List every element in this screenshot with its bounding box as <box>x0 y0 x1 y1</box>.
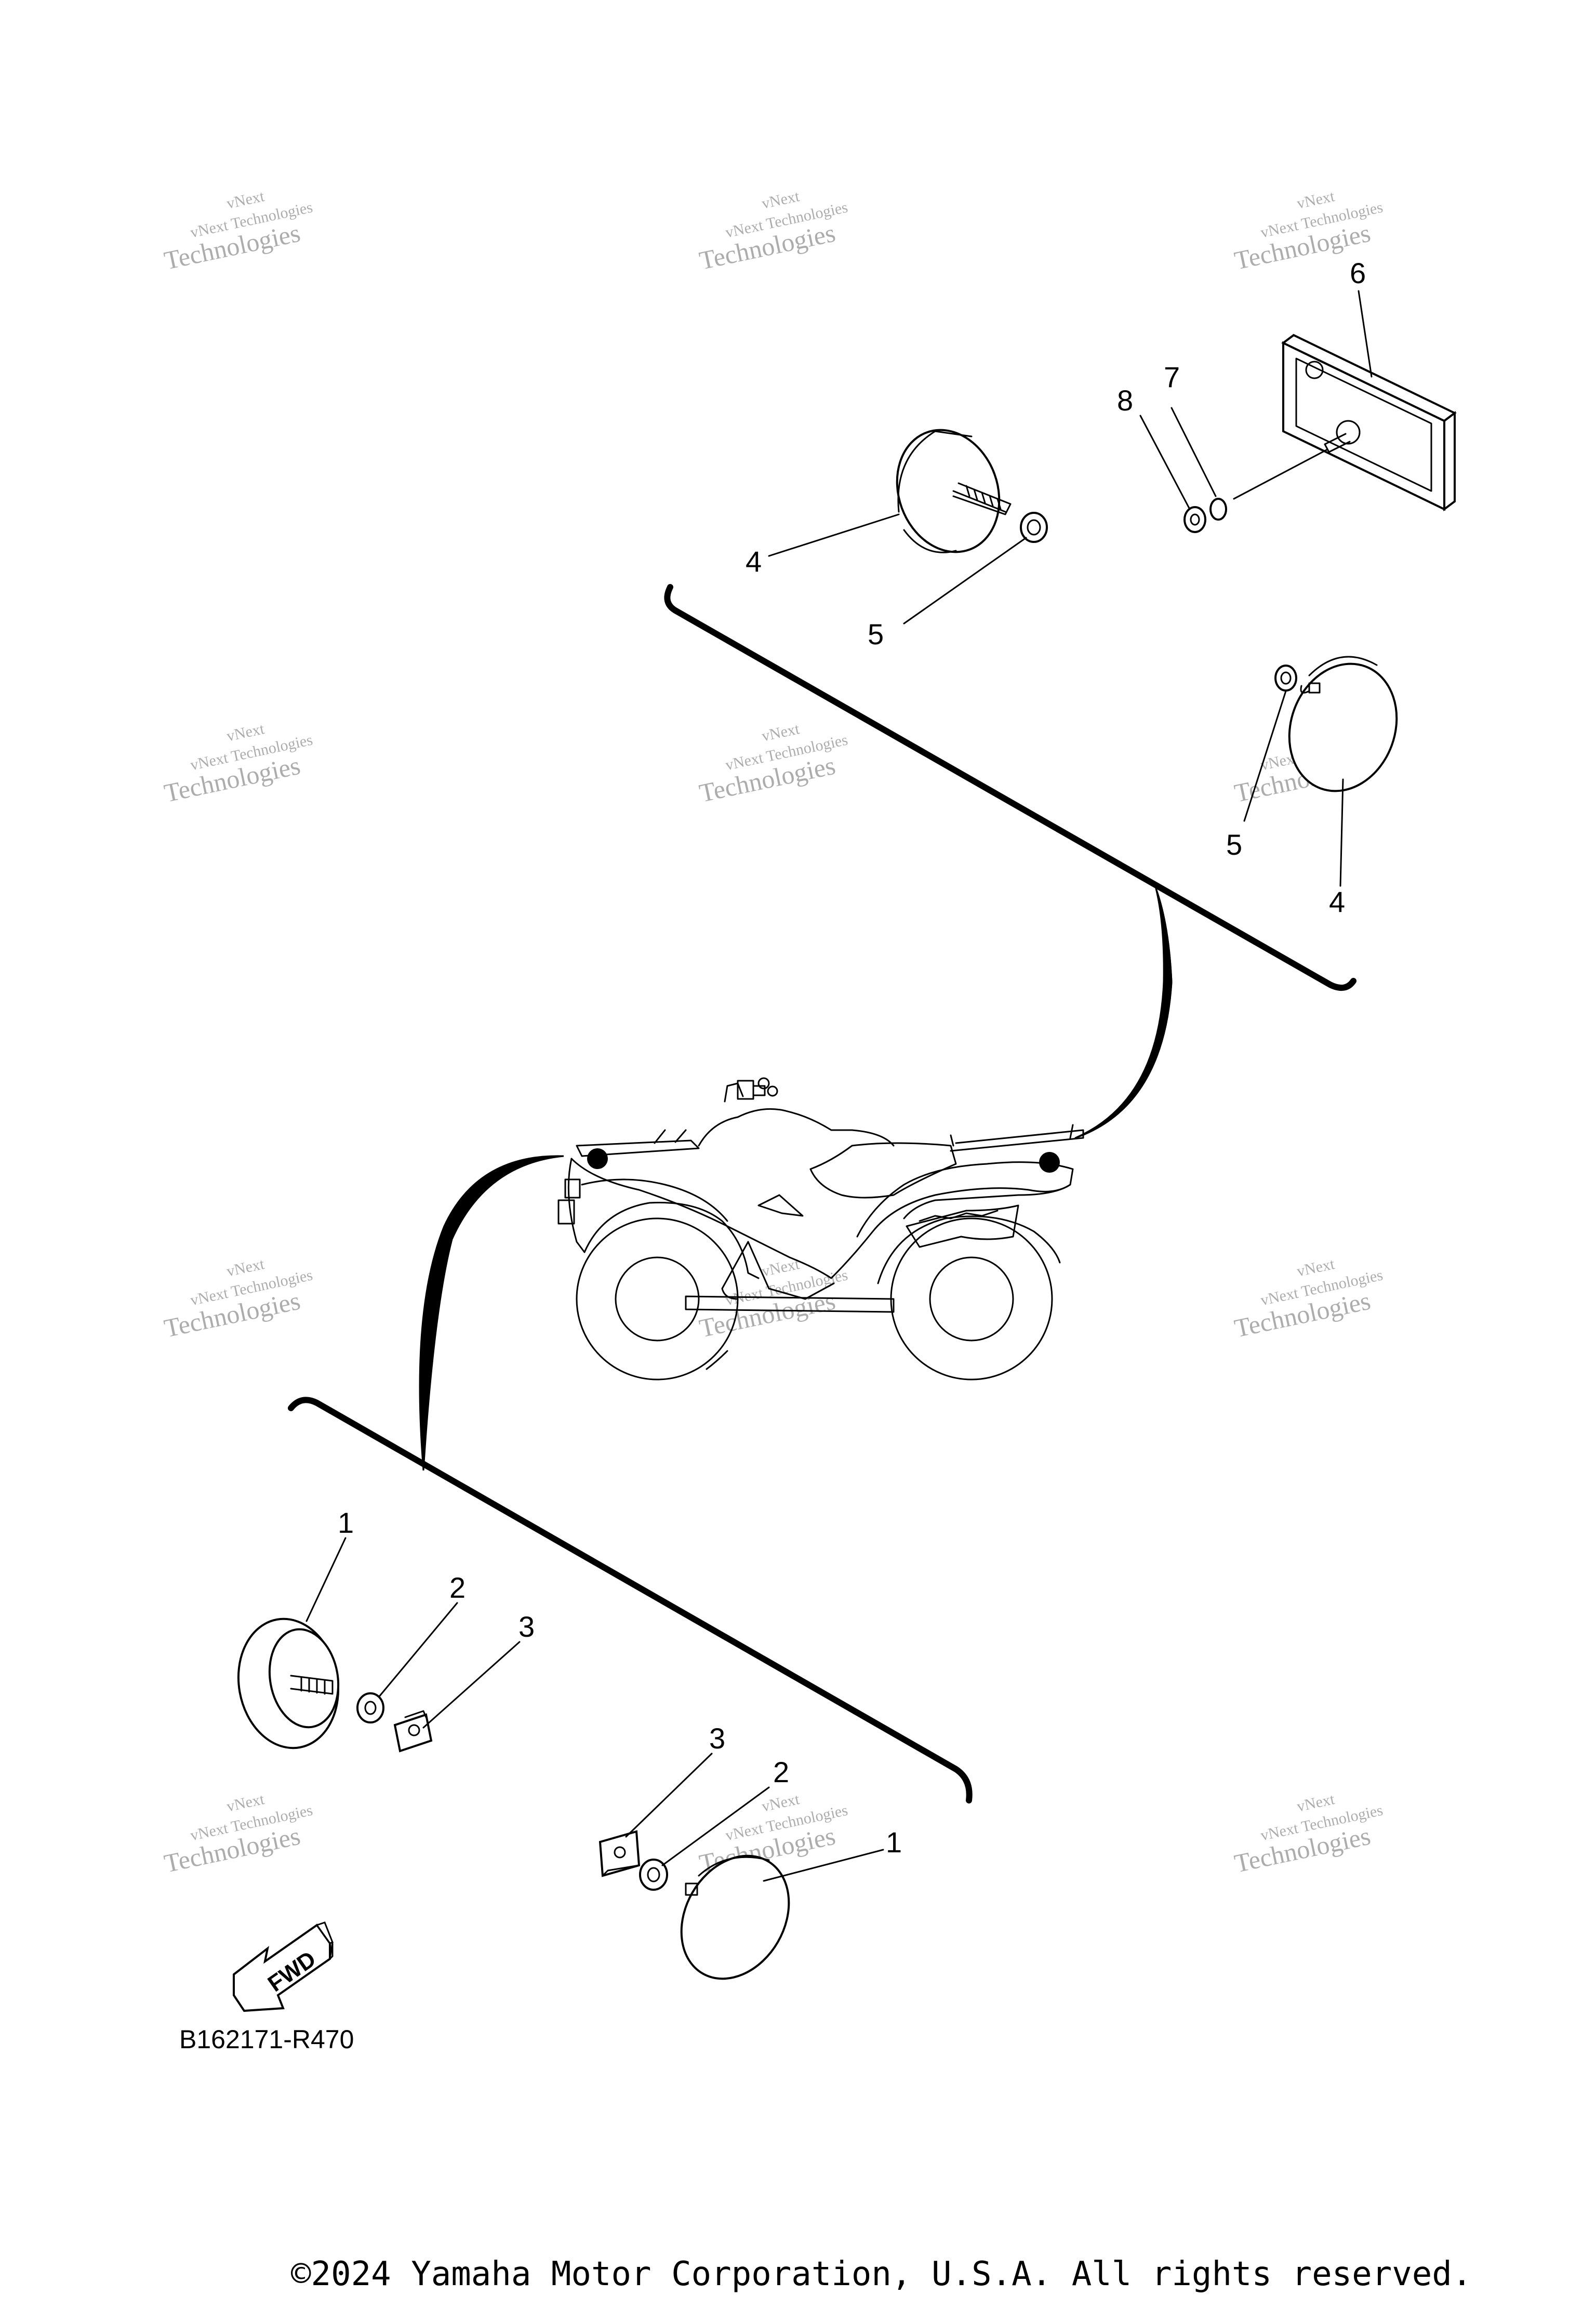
watermark-line1: vNext <box>1295 188 1336 213</box>
callout-5-upper: 5 <box>868 618 884 651</box>
callout-2-lower-left: 2 <box>449 1571 466 1604</box>
watermark: vNext vNext Technologies Technologies <box>1232 1255 1385 1343</box>
figure-code: B162171-R470 <box>179 2025 354 2054</box>
reflector-1-lower-left <box>237 1617 340 1749</box>
callout-4-upper: 4 <box>746 545 762 578</box>
fwd-arrow-icon: FWD <box>233 1921 334 2012</box>
watermark: vNext vNext Technologies Technologies <box>697 188 849 275</box>
callout-4-upper-right: 4 <box>1329 885 1345 918</box>
watermarks: vNext vNext Technologies Technologies vN… <box>162 188 1385 1878</box>
clip-nut-3-lower-right <box>598 1830 641 1877</box>
watermark: vNext vNext Technologies Technologies <box>697 720 849 808</box>
watermark: vNext vNext Technologies Technologies <box>1232 1790 1385 1878</box>
callout-6: 6 <box>1350 257 1366 289</box>
watermark: vNext vNext Technologies Technologies <box>697 1255 849 1343</box>
callout-5-upper-right: 5 <box>1226 828 1242 861</box>
watermark-line1: vNext <box>760 720 801 745</box>
washer-2-lower-right <box>639 1859 668 1891</box>
leader-lines <box>305 290 1373 1882</box>
clip-nut-3-lower-left <box>393 1710 433 1753</box>
watermark-line1: vNext <box>760 1790 801 1815</box>
watermark-line1: vNext <box>760 188 801 213</box>
rear-reflector-location <box>1039 1152 1060 1173</box>
washer-2-lower-left <box>356 1692 384 1723</box>
upper-bracket <box>664 584 1356 991</box>
atv-illustration <box>557 1077 1084 1381</box>
reflector-4-upper-right <box>1288 656 1398 792</box>
nut-5-upper <box>1020 512 1048 543</box>
watermark-line1: vNext <box>1295 1790 1336 1815</box>
callouts: 4 5 8 7 6 5 4 1 2 3 3 2 1 <box>338 257 1366 1859</box>
nut-8 <box>1183 506 1206 533</box>
callout-3-lower-left: 3 <box>518 1610 535 1643</box>
callout-7: 7 <box>1164 361 1180 393</box>
license-plate-light-6 <box>1281 334 1457 511</box>
front-connector <box>419 1155 564 1471</box>
callout-2-lower-right: 2 <box>773 1756 789 1788</box>
callout-1-lower-left: 1 <box>338 1506 354 1539</box>
lower-bracket <box>288 1397 973 1803</box>
watermark: vNext vNext Technologies Technologies <box>162 1255 314 1343</box>
watermark-line1: vNext <box>225 1255 266 1280</box>
washer-7 <box>1209 498 1227 521</box>
copyright-notice: ©2024 Yamaha Motor Corporation, U.S.A. A… <box>291 2255 1472 2293</box>
watermark: vNext vNext Technologies Technologies <box>162 188 314 275</box>
callout-3-lower-right: 3 <box>709 1722 725 1755</box>
callout-8: 8 <box>1117 384 1133 417</box>
nut-5-upper-right <box>1274 665 1297 692</box>
watermark-line1: vNext <box>225 720 266 745</box>
watermark-line1: vNext <box>1295 1255 1336 1280</box>
watermark-line1: vNext <box>225 1790 266 1815</box>
watermark: vNext vNext Technologies Technologies <box>162 720 314 808</box>
front-reflector-location <box>587 1148 608 1169</box>
rear-connector <box>1074 887 1173 1139</box>
reflector-4-upper <box>896 429 1012 553</box>
watermark: vNext vNext Technologies Technologies <box>162 1790 314 1878</box>
reflector-1-lower-right <box>680 1854 790 1980</box>
watermark-line1: vNext <box>225 188 266 213</box>
callout-1-lower-right: 1 <box>886 1826 902 1859</box>
